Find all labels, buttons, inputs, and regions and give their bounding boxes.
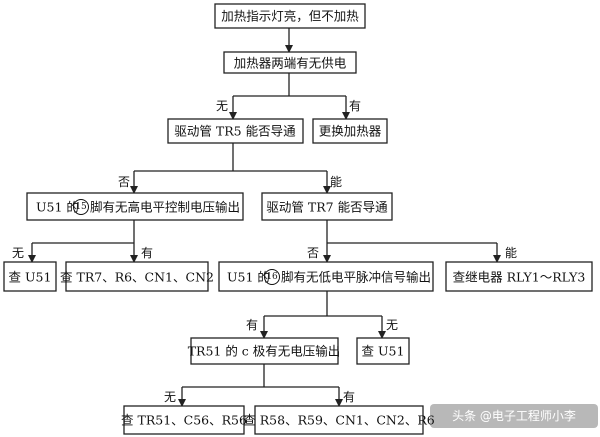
flow-node-check-r58-parts: 查 R58、R59、CN1、CN2、R6 [243, 405, 435, 435]
edge-label-6-10: 能 [505, 246, 517, 260]
edge-label-9-11: 有 [246, 318, 258, 332]
flow-node-u51-pin16-pre: U51 的 [227, 270, 270, 285]
edge-label-6-9: 否 [307, 246, 319, 260]
edge-label-5-7: 无 [12, 246, 24, 260]
flow-node-power-check-text: 加热器两端有无供电 [234, 56, 347, 71]
edge-label-11-13: 无 [164, 390, 176, 404]
flow-node-check-tr51-parts: 查 TR51、C56、R56 [121, 405, 247, 435]
pin-number-circle [264, 269, 280, 285]
flow-node-u51-pin16-num: 16 [266, 272, 278, 282]
flow-node-check-u51-a: 查 U51 [3, 261, 57, 292]
flow-node-u51-pin15-check: U51 的 15 脚有无高电平控制电压输出 [26, 192, 244, 221]
flow-node-u51-pin15-num: 15 [75, 202, 87, 212]
flow-node-tr51-check: TR51 的 c 极有无电压输出 [188, 337, 341, 365]
edge-label-2-3: 无 [216, 99, 228, 113]
connectors [28, 28, 501, 407]
flow-node-tr5-check-text: 驱动管 TR5 能否导通 [174, 124, 296, 139]
edge-label-5-8: 有 [141, 246, 153, 260]
edge-labels: 无 有 否 能 无 有 否 能 有 无 无 有 [12, 99, 517, 404]
flow-node-check-tr51-parts-text: 查 TR51、C56、R56 [121, 413, 247, 428]
edge-label-3-5: 否 [118, 175, 130, 189]
flow-node-tr7-check-text: 驱动管 TR7 能否导通 [266, 200, 388, 215]
edge-label-2-4: 有 [349, 99, 361, 113]
flow-node-check-u51-b: 查 U51 [356, 337, 410, 365]
flow-node-tr7-check: 驱动管 TR7 能否导通 [261, 192, 393, 221]
flow-node-start: 加热指示灯亮，但不加热 [214, 3, 366, 29]
watermark: 头条 @电子工程师小李 [430, 404, 598, 428]
flow-node-replace-heater: 更换加热器 [312, 118, 388, 144]
flow-node-check-u51-b-text: 查 U51 [362, 344, 405, 359]
flow-node-check-r58-parts-text: 查 R58、R59、CN1、CN2、R6 [243, 413, 434, 428]
flow-node-power-check: 加热器两端有无供电 [223, 51, 357, 74]
edge-label-9-12: 无 [386, 318, 398, 332]
edge-label-11-14: 有 [343, 390, 355, 404]
flow-node-tr5-check: 驱动管 TR5 能否导通 [167, 118, 304, 144]
flow-node-check-relays: 查继电器 RLY1～RLY3 [445, 261, 593, 292]
flow-node-u51-pin15-pre: U51 的 [36, 200, 79, 215]
flow-node-check-tr7-parts-text: 查 TR7、R6、CN1、CN2 [60, 270, 214, 285]
flow-node-start-text: 加热指示灯亮，但不加热 [221, 9, 359, 24]
flow-node-u51-pin15-post: 脚有无高电平控制电压输出 [90, 200, 240, 215]
edge-label-3-6: 能 [330, 175, 342, 189]
flow-node-check-u51-a-text: 查 U51 [9, 270, 52, 285]
pin-number-circle [73, 199, 89, 215]
flow-node-replace-heater-text: 更换加热器 [319, 124, 382, 139]
flow-node-u51-pin16-check: U51 的 16 脚有无低电平脉冲信号输出 [218, 261, 434, 292]
watermark-text: 头条 @电子工程师小李 [452, 408, 576, 423]
flow-node-u51-pin16-post: 脚有无低电平脉冲信号输出 [281, 270, 431, 285]
flow-node-tr51-check-text: TR51 的 c 极有无电压输出 [188, 344, 341, 359]
flow-node-check-tr7-parts: 查 TR7、R6、CN1、CN2 [60, 261, 214, 292]
flow-node-check-relays-text: 查继电器 RLY1～RLY3 [453, 270, 586, 285]
